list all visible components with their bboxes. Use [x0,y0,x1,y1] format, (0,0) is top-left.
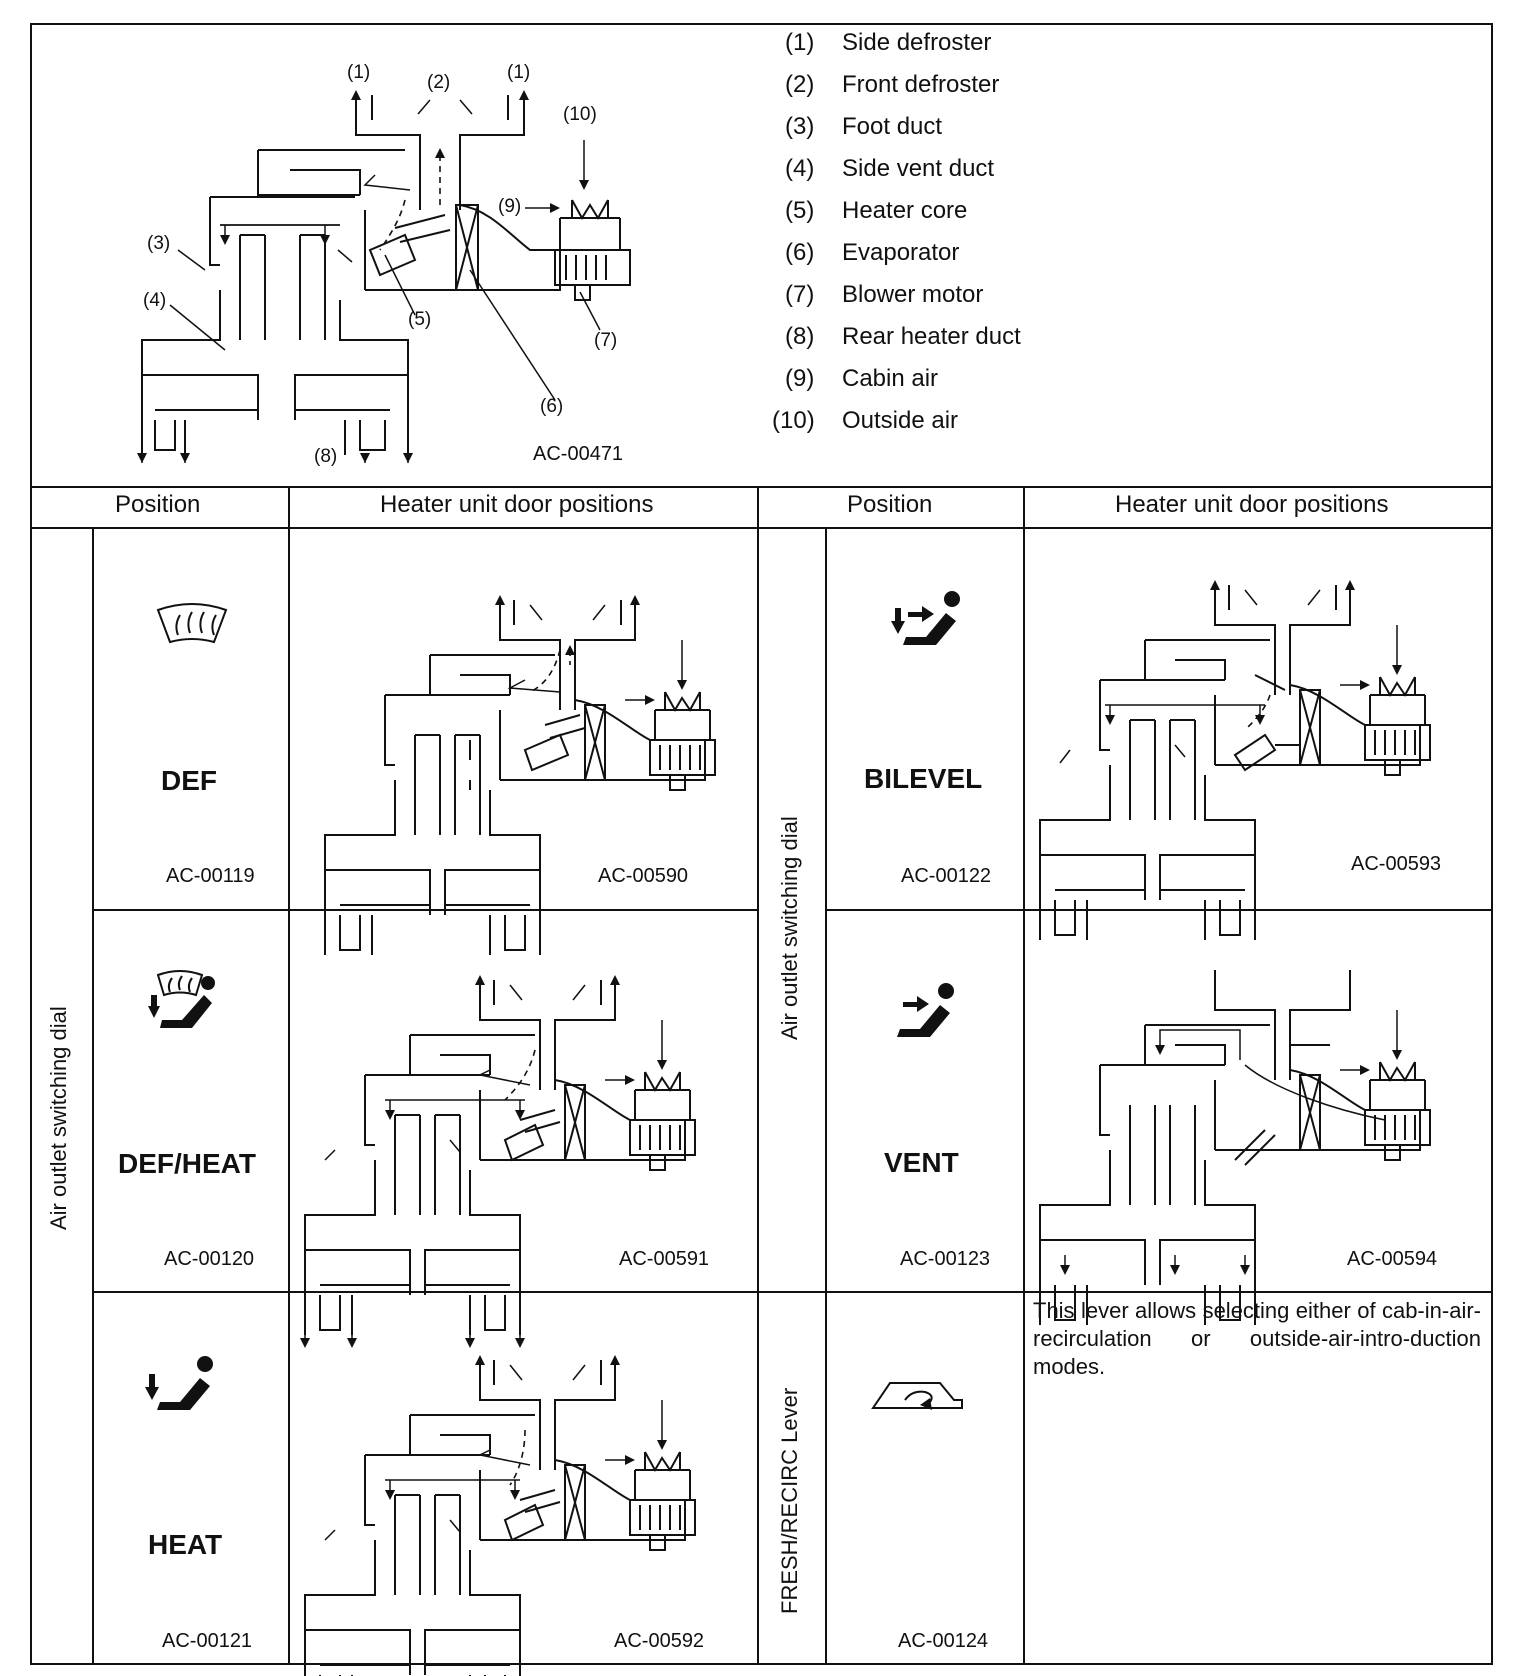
legend-num: (3) [785,113,815,140]
legend-text: Evaporator [842,239,960,266]
legend-text: Heater core [842,197,968,224]
diagram-code-def-heat: AC-00591 [619,1248,710,1270]
legend-num: (2) [785,71,815,98]
callout-10: (10) [563,104,597,125]
legend-num: (6) [785,239,815,266]
legend-num: (10) [772,407,815,434]
icon-code-bilevel: AC-00122 [901,865,992,887]
diagram-code-bilevel: AC-00593 [1351,853,1442,875]
mode-label-def-heat: DEF/HEAT [118,1148,256,1179]
callout-3: (3) [147,233,171,254]
legend-text: Rear heater duct [842,323,1021,350]
icon-code-vent: AC-00123 [900,1248,991,1270]
vent-door-diagram [1039,970,1431,1325]
icon-code-heat: AC-00121 [162,1630,253,1652]
header-position-right: Position [847,491,933,518]
main-diagram-code: AC-00471 [533,443,624,465]
heat-icon [145,1356,213,1410]
icon-code-recirc: AC-00124 [898,1630,989,1652]
icon-code-def: AC-00119 [166,865,255,887]
header-position-left: Position [115,491,201,518]
legend-num: (5) [785,197,815,224]
mode-label-def: DEF [161,765,217,796]
def-icon [156,603,228,644]
legend-text: Outside air [842,407,959,434]
legend-num: (8) [785,323,815,350]
legend-text: Blower motor [842,281,984,308]
mode-label-vent: VENT [884,1147,959,1178]
recirc-icon [871,1382,963,1410]
heat-door-diagram [304,1354,696,1676]
recirc-description: This lever allows selecting either of ca… [1033,1298,1481,1379]
mode-label-heat: HEAT [148,1529,223,1560]
legend-text: Front defroster [842,71,1000,98]
diagram-code-vent: AC-00594 [1347,1248,1438,1270]
legend-num: (1) [785,29,815,56]
mode-label-bilevel: BILEVEL [864,763,983,794]
legend-num: (4) [785,155,815,182]
bilevel-icon [891,591,960,645]
header-door-right: Heater unit door positions [1115,491,1389,518]
def-door-diagram [324,594,716,956]
legend-text: Foot duct [842,113,943,140]
def-heat-icon [148,970,215,1028]
callout-8: (8) [314,446,338,467]
callout-5: (5) [408,309,432,330]
legend-text: Side vent duct [842,155,995,182]
callout-6: (6) [540,396,564,417]
legend-num: (7) [785,281,815,308]
callout-4: (4) [143,290,167,311]
diagram-code-heat: AC-00592 [614,1630,705,1652]
legend-text: Side defroster [842,29,992,56]
diagram-code-def: AC-00590 [598,865,689,887]
bilevel-door-diagram [1039,579,1431,941]
callout-1-right: (1) [507,62,531,83]
callout-9: (9) [498,196,522,217]
legend-num: (9) [785,365,815,392]
callout-7: (7) [594,330,618,351]
vent-icon [897,983,954,1037]
header-door-left: Heater unit door positions [380,491,654,518]
callout-2: (2) [427,72,451,93]
icon-code-def-heat: AC-00120 [164,1248,255,1270]
callout-1-left: (1) [347,62,371,83]
def-heat-door-diagram [300,974,696,1348]
legend-text: Cabin air [842,365,939,392]
